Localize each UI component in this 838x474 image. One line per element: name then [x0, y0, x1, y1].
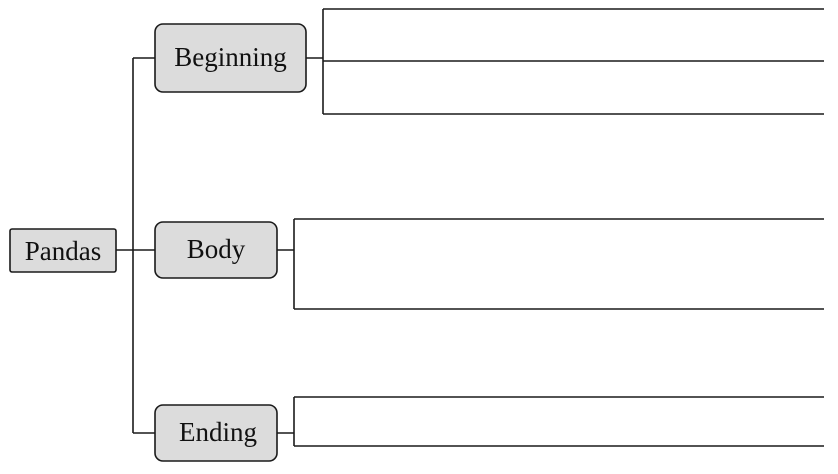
root-node: Pandas	[9, 228, 117, 273]
body-label: Body	[187, 234, 246, 264]
body-writing-lines	[277, 218, 824, 310]
root-label: Pandas	[25, 236, 102, 266]
section-ending: Ending	[154, 396, 824, 462]
root-box	[9, 228, 117, 273]
beginning-label: Beginning	[174, 42, 287, 72]
ending-label: Ending	[179, 417, 257, 447]
section-beginning: Beginning	[154, 8, 824, 115]
tree-connectors	[116, 57, 155, 434]
ending-writing-lines	[277, 396, 824, 447]
beginning-writing-lines	[306, 8, 824, 115]
section-body: Body	[154, 218, 824, 310]
